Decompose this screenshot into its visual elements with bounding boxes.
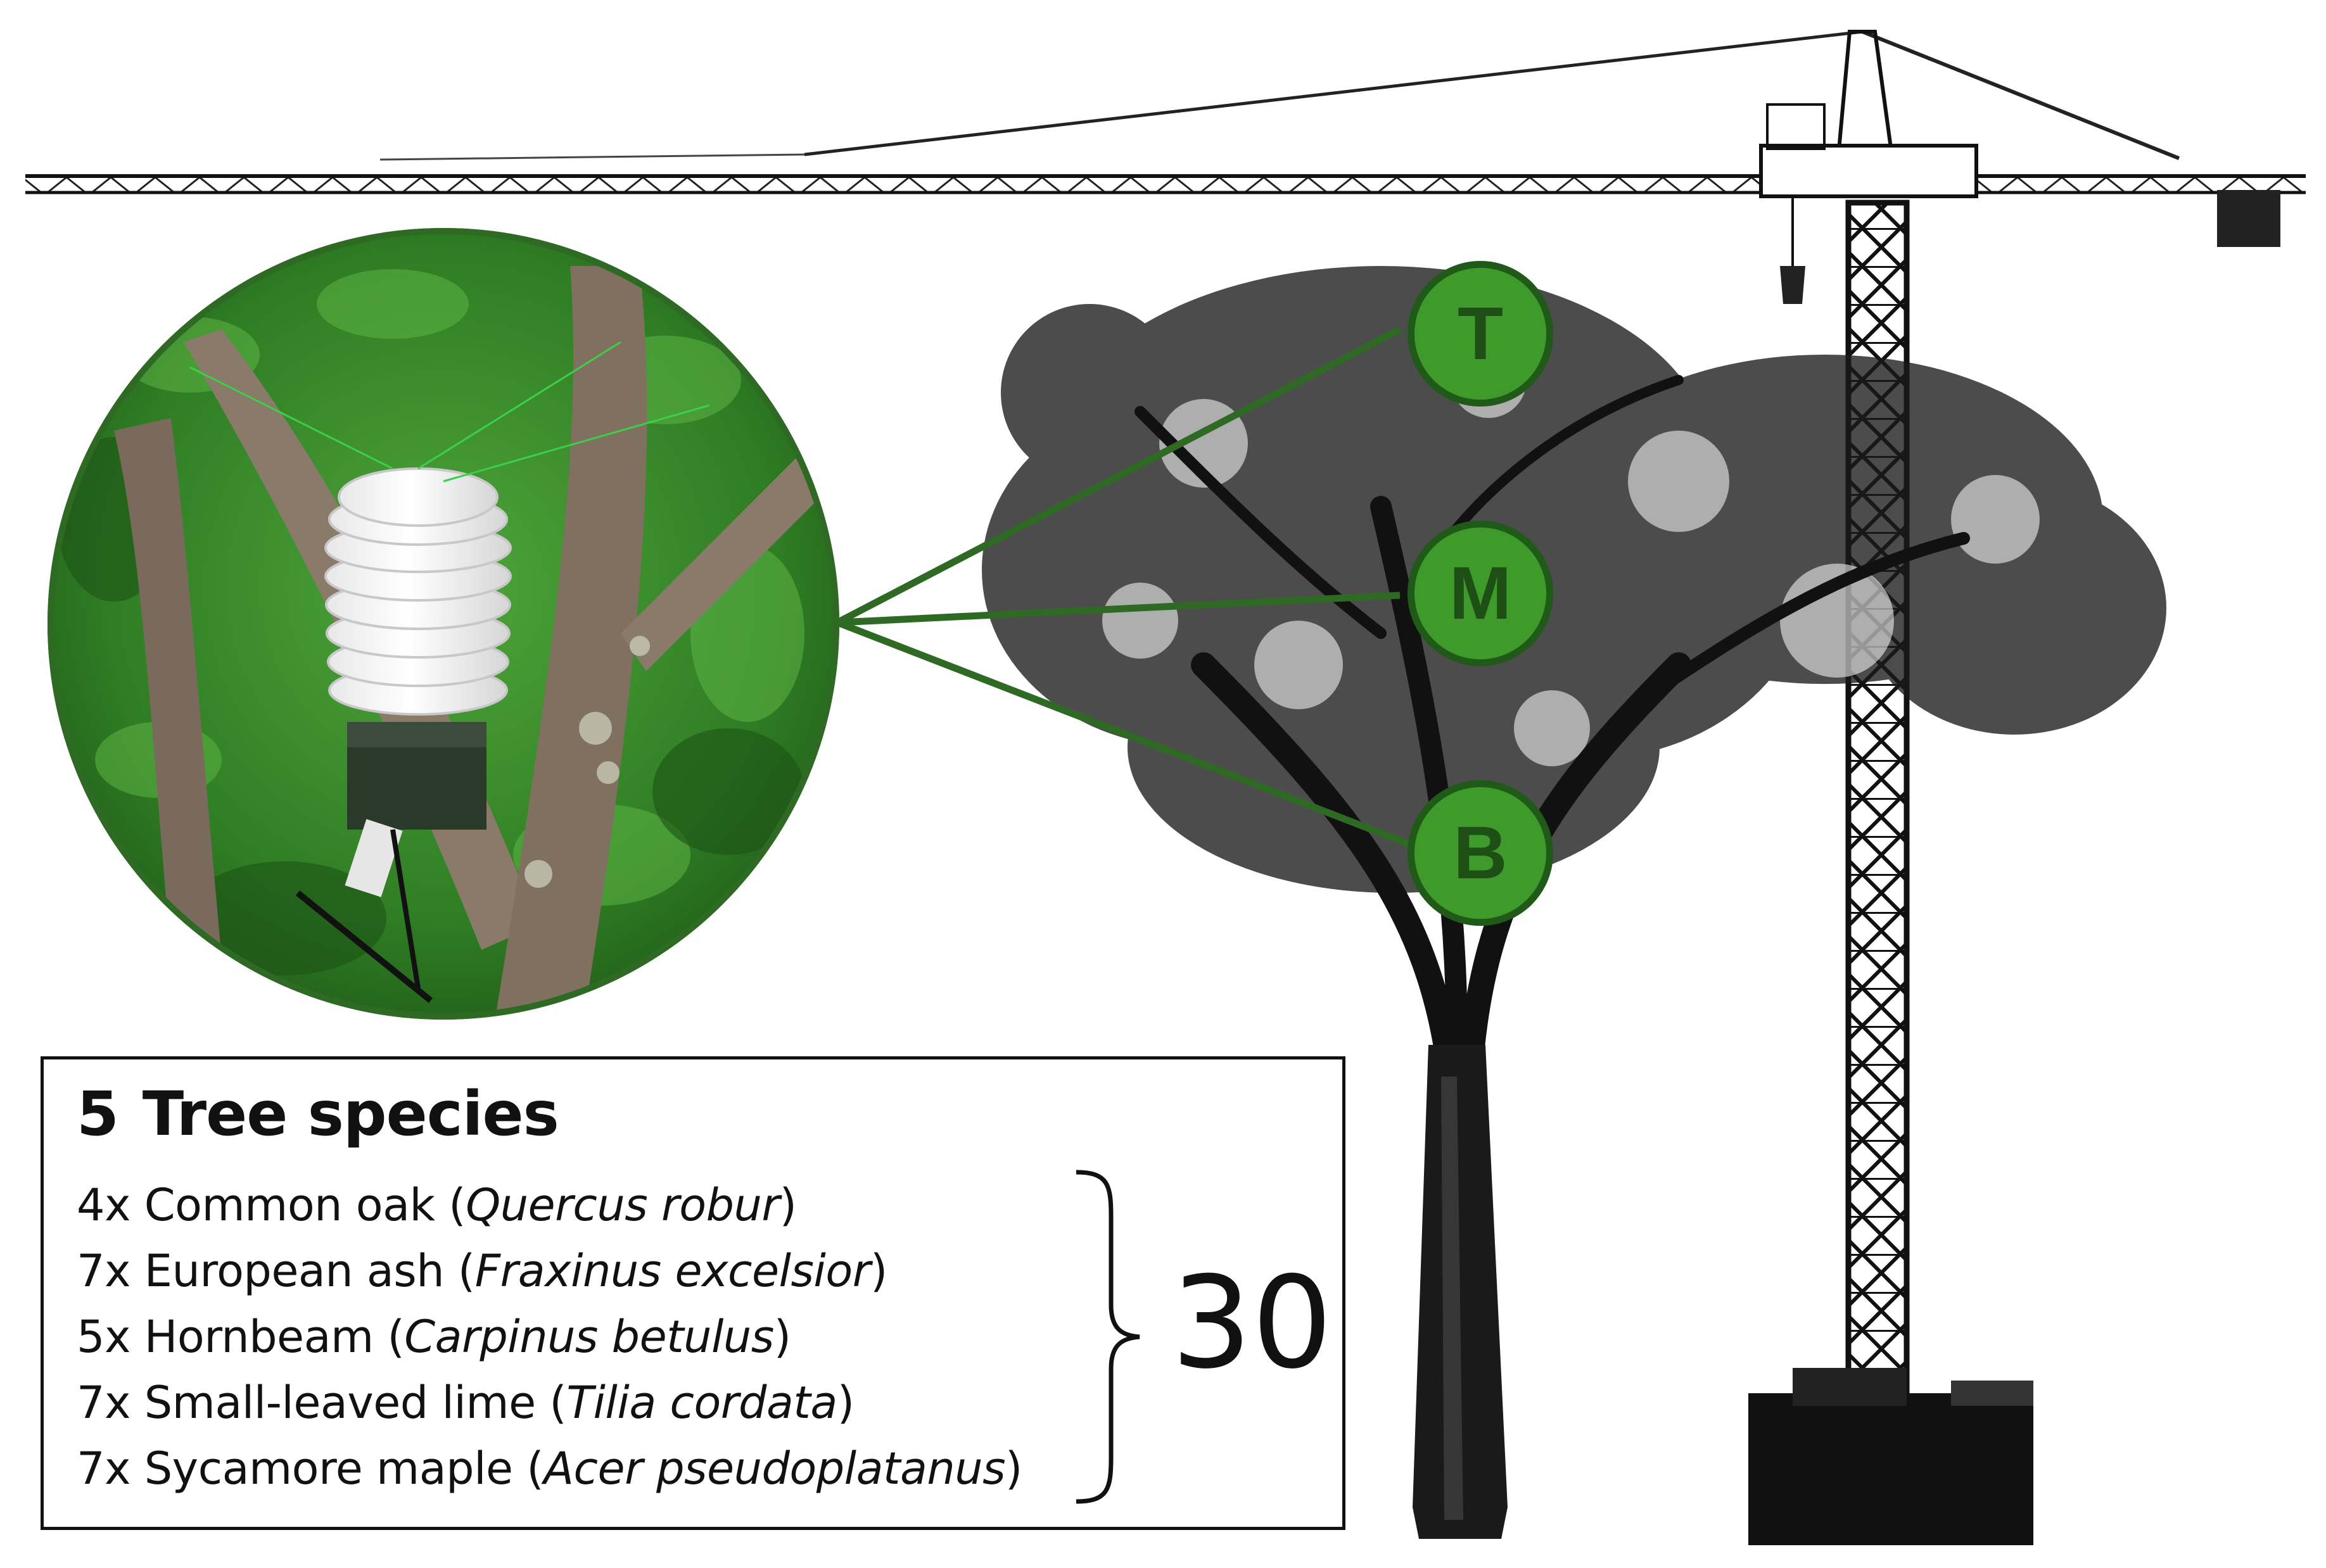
species-count-label: 7x bbox=[77, 1245, 130, 1297]
species-common-name: Common oak bbox=[144, 1179, 435, 1231]
curly-brace-icon bbox=[1076, 1170, 1140, 1504]
species-latin-name: Carpinus betulus bbox=[404, 1311, 774, 1363]
total-trees: 30 bbox=[1171, 1249, 1333, 1397]
species-list: 4x Common oak (Quercus robur) 7x Europea… bbox=[77, 1172, 1022, 1502]
species-info-box: 5 Tree species 4x Common oak (Quercus rob… bbox=[41, 1056, 1345, 1530]
box-title: 5 Tree species bbox=[77, 1078, 559, 1149]
species-item: 7x Small-leaved lime (Tilia cordata) bbox=[77, 1377, 855, 1429]
marker-middle: M bbox=[1408, 521, 1553, 666]
species-count: 5 bbox=[77, 1078, 119, 1149]
marker-middle-label: M bbox=[1449, 552, 1512, 635]
weather-sensor-icon bbox=[189, 341, 710, 1003]
species-latin-name: Quercus robur bbox=[466, 1179, 780, 1231]
species-common-name: European ash bbox=[144, 1245, 445, 1297]
marker-top: T bbox=[1408, 261, 1553, 407]
species-count-label: 5x bbox=[77, 1311, 130, 1363]
species-item: 4x Common oak (Quercus robur) bbox=[77, 1179, 797, 1231]
species-count-label: 4x bbox=[77, 1179, 130, 1231]
species-count-label: 7x bbox=[77, 1443, 130, 1495]
species-item: 7x Sycamore maple (Acer pseudoplatanus) bbox=[77, 1443, 1022, 1495]
connector-lines bbox=[836, 326, 1414, 849]
box-title-text: Tree species bbox=[142, 1078, 559, 1149]
species-item: 7x European ash (Fraxinus excelsior) bbox=[77, 1245, 887, 1297]
sensor-photo-inset bbox=[48, 228, 839, 1020]
marker-top-label: T bbox=[1457, 292, 1504, 376]
species-latin-name: Fraxinus excelsior bbox=[474, 1245, 871, 1297]
species-count-label: 7x bbox=[77, 1377, 130, 1429]
marker-bottom: B bbox=[1408, 780, 1553, 926]
marker-bottom-label: B bbox=[1453, 811, 1508, 895]
species-common-name: Small-leaved lime bbox=[144, 1377, 536, 1429]
species-common-name: Hornbeam bbox=[144, 1311, 374, 1363]
species-common-name: Sycamore maple bbox=[144, 1443, 513, 1495]
species-latin-name: Tilia cordata bbox=[566, 1377, 837, 1429]
species-item: 5x Hornbeam (Carpinus betulus) bbox=[77, 1311, 791, 1363]
species-latin-name: Acer pseudoplatanus bbox=[543, 1443, 1006, 1495]
